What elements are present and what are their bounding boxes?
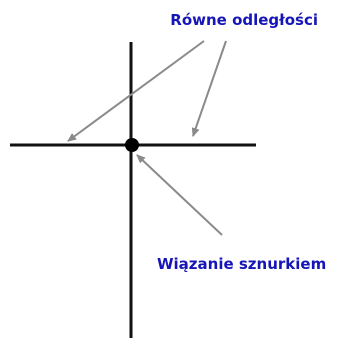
equal-distance-arrow-left [67, 40, 205, 142]
equal-distance-arrow-right [191, 40, 227, 137]
equal-distances-label: Równe odległości [170, 11, 318, 29]
string-binding-arrow [136, 154, 223, 236]
string-binding-knot [125, 138, 139, 152]
string-binding-label: Wiązanie sznurkiem [157, 255, 326, 273]
